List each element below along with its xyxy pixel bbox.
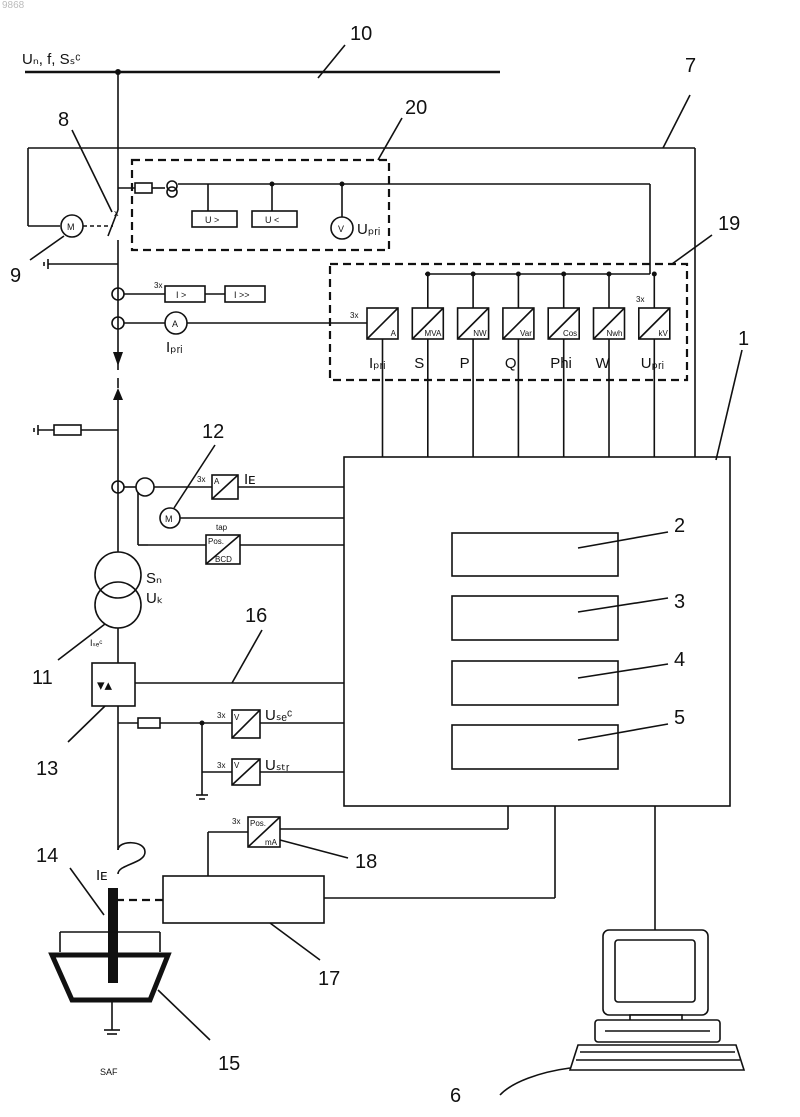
transducer-nwh: NwhW [594,272,625,458]
ref-3: 3 [674,591,685,613]
ref-16: 16 [245,605,267,627]
transducer-tag: Cos [563,329,577,338]
svg-text:Iᴇ: Iᴇ [96,867,108,884]
svg-text:mA: mA [265,838,278,847]
transducer-output: W [596,355,611,372]
svg-text:3x: 3x [217,711,225,720]
ref-5: 5 [674,707,685,729]
transducer-tag: kV [658,329,668,338]
svg-text:3x: 3x [636,295,644,304]
svg-text:tap: tap [216,523,228,532]
ref-1: 1 [738,328,749,350]
module-5 [452,725,618,769]
primary-ammeter: A Iₚᵣᵢ [112,312,367,356]
motor-9: M 9 [10,215,113,287]
earth-fuse-branch [34,425,118,435]
box-20-voltage-protection: 20 U > U < V Uₚᵣᵢ [118,97,650,274]
module-2 [452,533,618,576]
controller-1: 1 2 3 4 5 [344,328,749,806]
electrode-current-transducer: 3x A Iᴇ [112,471,344,545]
secondary-voltage-meters: 3x V Uₛₑᶜ 3x V Uₛₜᵣ [118,707,344,799]
module-4 [452,661,618,705]
svg-text:A: A [214,477,220,486]
ref-2: 2 [674,515,685,537]
page-id: 9868 [2,0,25,11]
transducer-output: S [414,355,424,372]
overcurrent-relays: 3x I > I >> [112,281,265,302]
svg-text:V: V [338,224,344,234]
ref-10: 10 [350,23,372,45]
transducer-output: Phi [550,355,572,372]
transducer-a: A Iₚᵣᵢ [367,308,398,457]
svg-text:M: M [67,222,75,232]
svg-text:Sₙ: Sₙ [146,570,162,587]
ref-17: 17 [318,968,340,990]
ref-8: 8 [58,109,69,131]
transducer-var: VarQ [503,272,534,458]
saf-label: SAF [100,1067,118,1077]
transducer-tag: Nwh [606,329,622,338]
svg-text:M: M [165,514,173,524]
computer-6: 6 [450,806,744,1107]
svg-text:3x: 3x [154,281,162,290]
svg-text:3x: 3x [350,311,358,320]
box-19-transducers: 19 3x 3x AIₚᵣᵢMVASNWPVarQCosPhiNwhWkVUₚᵣ… [330,213,740,457]
svg-text:Iₚᵣᵢ: Iₚᵣᵢ [166,339,183,356]
ref-18: 18 [355,851,377,873]
transducer-output: Iₚᵣᵢ [369,355,386,372]
transducer-mva: MVA S [412,272,443,458]
ref-6: 6 [450,1085,461,1107]
transducer-nw: NW P [458,272,489,458]
earth-switch [44,259,118,269]
svg-text:Pos.: Pos. [250,819,266,828]
ref-13: 13 [36,758,58,780]
svg-text:3x: 3x [197,475,205,484]
transducer-tag: Var [520,329,532,338]
ref-9: 9 [10,265,21,287]
svg-text:▾▴: ▾▴ [97,677,113,694]
svg-text:3x: 3x [217,761,225,770]
svg-text:Uₚᵣᵢ: Uₚᵣᵢ [357,221,380,238]
svg-text:A: A [172,319,178,329]
svg-text:I >>: I >> [234,290,250,300]
ref-7: 7 [685,55,696,77]
transducer-output: Uₚᵣᵢ [641,355,664,372]
ref-19: 19 [718,213,740,235]
electrode-control-17: 17 [118,806,555,990]
transducer-tag: A [391,329,397,338]
svg-text:x: x [114,208,119,218]
feedback-line-7: 7 [28,55,696,457]
main-busbar: Uₙ, f, Sₛᶜ 10 [22,23,500,78]
svg-text:I >: I > [176,290,186,300]
transducer-tag: MVA [425,329,442,338]
ref-14: 14 [36,845,58,867]
transducer-output: Q [505,355,517,372]
ref-12: 12 [202,421,224,443]
module-3 [452,596,618,640]
svg-text:U >: U > [205,215,219,225]
transducer-tag: NW [473,329,487,338]
main-feeder [108,72,123,552]
ref-20: 20 [405,97,427,119]
transducer-output: P [460,355,470,372]
position-transducer-18: 3x Pos. mA 18 [208,806,508,876]
svg-text:Pos.: Pos. [208,537,224,546]
svg-text:Uₖ: Uₖ [146,590,163,607]
tap-position-bcd: tap Pos. BCD [148,523,344,564]
ref-4: 4 [674,649,685,671]
ref-11: 11 [32,667,53,689]
svg-text:BCD: BCD [215,555,232,564]
svg-text:Iₛₑᶜ: Iₛₑᶜ [90,638,102,648]
svg-text:U <: U < [265,215,279,225]
svg-text:Iᴇ: Iᴇ [244,471,256,488]
svg-text:Uₛₑᶜ: Uₛₑᶜ [265,707,292,724]
svg-text:V: V [234,761,240,770]
svg-text:V: V [234,713,240,722]
ref-15: 15 [218,1053,240,1075]
breaker-8: 8 x [58,109,119,218]
transducer-cos: CosPhi [548,272,579,458]
supply-label: Uₙ, f, Sₛᶜ [22,51,81,68]
svg-text:3x: 3x [232,817,240,826]
